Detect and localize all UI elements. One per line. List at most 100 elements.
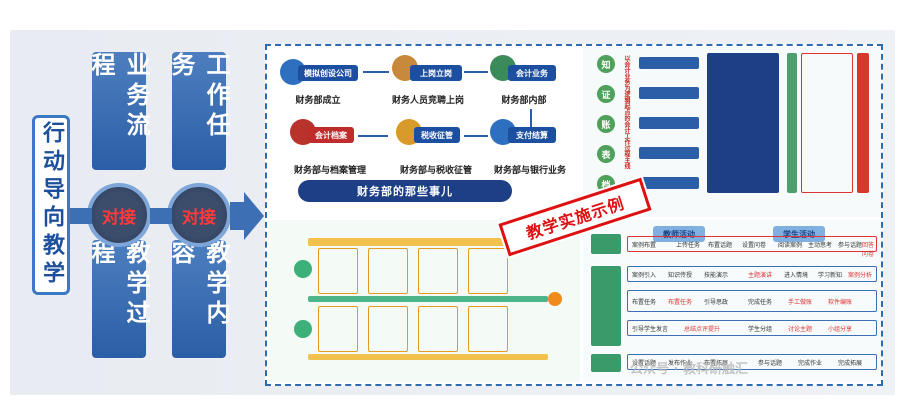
activity-table-section: 教师活动 学生活动 案例布置 上传任务 布置话题 设置问卷 阅读案例 主动思考 … <box>583 220 881 382</box>
pre-class-label <box>591 234 621 254</box>
step-circle-3: 账 <box>597 115 615 133</box>
row-1-text-7: 参与话题 <box>838 242 863 249</box>
row-4-text-5: 小组分享 <box>828 326 853 333</box>
flow-arrow-1 <box>363 71 389 73</box>
task-list-column <box>707 53 779 193</box>
teacher-header: 教师活动 <box>653 226 705 242</box>
flow-tag-3: 会计业务 <box>508 65 556 81</box>
example-box-3 <box>418 248 458 294</box>
connector-bar-1 <box>70 208 92 224</box>
row-3: 布置任务 布置任务 引导思政 完成任务 手工做账 软件编账 <box>627 290 877 312</box>
row-2-text-5: 进入情境 <box>784 272 809 279</box>
row-2-text-4: 主题演讲 <box>748 272 773 279</box>
flow-caption-4: 财务部与档案管理 <box>293 166 366 176</box>
flow-tag-5: 税收征管 <box>414 127 460 143</box>
action-oriented-teaching-box: 行动导向教学 <box>32 115 70 295</box>
connect-label-1: 对接 <box>102 207 136 228</box>
in-class-label <box>591 266 621 346</box>
row-4: 引导学生发言 总结点评提升 学生分组 讨论主题 小组分享 <box>627 320 877 336</box>
row-5-text-2: 发布作业 <box>668 360 693 367</box>
connect-label-2: 对接 <box>182 207 216 228</box>
flow-caption-1: 财务部成立 <box>295 96 341 106</box>
example-box-6 <box>368 306 408 352</box>
row-5-text-1: 设置话题 <box>632 360 657 367</box>
flow-tag-1: 模拟创设公司 <box>298 65 358 81</box>
row-1-text-6: 主动思考 <box>808 242 833 249</box>
row-3-text-1: 布置任务 <box>632 299 657 306</box>
row-2-text-3: 技能演示 <box>704 272 729 279</box>
step-circle-1: 知 <box>597 55 615 73</box>
teaching-content-column: 教学内容 <box>167 240 230 358</box>
flow-tag-4: 会计档案 <box>308 127 354 143</box>
teacher-circle <box>294 260 312 278</box>
connector-bar-2 <box>150 208 172 224</box>
row-1-text-2: 上传任务 <box>676 242 701 249</box>
flow-tag-6: 支付结算 <box>508 127 556 143</box>
row-3-text-4: 完成任务 <box>748 299 773 306</box>
row-1: 案例布置 上传任务 布置话题 设置问卷 阅读案例 主动思考 参与话题 回答问卷 <box>627 236 877 258</box>
top-timeline <box>308 238 548 246</box>
row-5-text-5: 完成作业 <box>798 360 823 367</box>
step-circle-2: 证 <box>597 85 615 103</box>
row-4-text-2: 总结点评提升 <box>684 326 721 333</box>
watermark: 公众号 · 教科研触汇 <box>630 362 748 377</box>
task-bar-1 <box>639 57 699 69</box>
detail-list-box <box>801 53 853 193</box>
row-3-text-3: 引导思政 <box>704 299 729 306</box>
flow-caption-5: 财务部与税收征管 <box>399 166 472 176</box>
row-1-text-4: 设置问卷 <box>742 242 767 249</box>
red-side-bar <box>857 53 869 193</box>
task-bar-3 <box>639 117 699 129</box>
row-4-text-4: 讨论主题 <box>788 326 813 333</box>
example-box-2 <box>368 248 408 294</box>
row-3-text-5: 手工做账 <box>788 299 813 306</box>
business-process-column: 业务流程 <box>87 52 150 170</box>
connect-circle-1: 对接 <box>87 183 151 247</box>
step-circle-4: 表 <box>597 145 615 163</box>
finance-banner: 财务部的那些事儿 <box>298 180 512 202</box>
row-1-text-5: 阅读案例 <box>778 242 803 249</box>
example-box-5 <box>318 306 358 352</box>
flow-caption-6: 财务部与银行业务 <box>493 166 566 176</box>
example-box-1 <box>318 248 358 294</box>
task-bar-4 <box>639 147 699 159</box>
student-header: 学生活动 <box>773 226 825 242</box>
row-2-text-6: 学习新知 <box>818 272 843 279</box>
row-1-text-1: 案例布置 <box>632 242 657 249</box>
teaching-example-section <box>268 220 580 382</box>
example-box-4 <box>468 248 508 294</box>
task-bar-5 <box>639 177 699 189</box>
right-arrow-icon <box>244 192 264 240</box>
flow-arrow-3 <box>530 109 532 131</box>
flow-arrow-5 <box>464 135 488 137</box>
flow-arrow-2 <box>464 71 488 73</box>
mid-timeline <box>308 296 548 302</box>
green-divider <box>787 53 797 193</box>
row-5-text-6: 完成拓展 <box>838 360 863 367</box>
row-1-text-3: 布置话题 <box>708 242 733 249</box>
row-1-text-8: 回答问卷 <box>862 242 875 258</box>
flow-tag-2: 上岗立岗 <box>410 65 462 81</box>
connector-bar-3 <box>230 202 246 230</box>
row-5-text-3: 布置拓展 <box>704 360 729 367</box>
row-2-text-1: 案例引入 <box>632 272 657 279</box>
flow-arrow-4 <box>358 135 388 137</box>
work-task-column: 工作任务 <box>167 52 230 170</box>
after-class-label <box>591 354 621 372</box>
row-5: 设置话题 发布作业 布置拓展 参与话题 完成作业 完成拓展 <box>627 354 877 370</box>
row-2: 案例引入 知识传授 技能演示 主题演讲 进入情境 学习新知 案例分析 <box>627 266 877 282</box>
row-2-text-7: 案例分析 <box>848 272 873 279</box>
row-3-text-6: 软件编账 <box>828 299 853 306</box>
row-2-text-2: 知识传授 <box>668 272 693 279</box>
row-4-text-1: 引导学生发言 <box>632 326 669 333</box>
runner-icon <box>548 292 562 306</box>
row-5-text-4: 参与话题 <box>758 360 783 367</box>
row-4-text-3: 学生分组 <box>748 326 773 333</box>
teaching-process-column: 教学过程 <box>87 240 150 358</box>
task-bar-2 <box>639 87 699 99</box>
flow-caption-2: 财务人员竞聘上岗 <box>391 96 464 106</box>
student-circle <box>294 320 312 338</box>
example-box-8 <box>468 306 508 352</box>
bottom-timeline <box>308 354 548 360</box>
connect-circle-2: 对接 <box>167 183 231 247</box>
